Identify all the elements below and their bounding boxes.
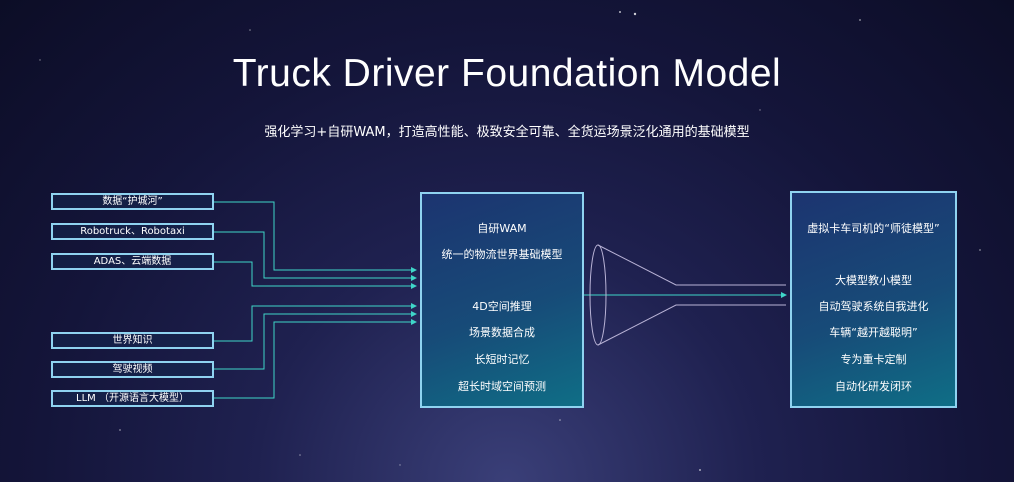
page-title: Truck Driver Foundation Model xyxy=(232,52,782,95)
center-item: 场景数据合成 xyxy=(469,326,535,339)
right-panel-master-apprentice: 虚拟卡车司机的“师徒模型” 大模型教小模型 自动驾驶系统自我进化 车辆“越开越聪… xyxy=(790,191,957,408)
input-box-world-knowledge: 世界知识 xyxy=(51,332,214,349)
input-label: LLM （开源语言大模型） xyxy=(76,393,189,404)
right-item: 专为重卡定制 xyxy=(840,353,907,366)
center-item: 超长时域空间预测 xyxy=(458,380,546,393)
input-label: ADAS、云端数据 xyxy=(93,256,172,267)
input-box-adas-cloud-data: ADAS、云端数据 xyxy=(51,253,214,270)
input-label: 驾驶视频 xyxy=(112,364,153,375)
connector-input-1 xyxy=(214,201,417,273)
right-heading: 虚拟卡车司机的“师徒模型” xyxy=(807,222,940,235)
input-box-data-moat: 数据“护城河” xyxy=(51,193,214,210)
right-item: 车辆“越开越聪明” xyxy=(829,326,918,339)
connector-input-4 xyxy=(214,303,417,342)
input-box-llm: LLM （开源语言大模型） xyxy=(51,390,214,407)
center-item: 长短时记忆 xyxy=(474,353,530,366)
connector-input-6 xyxy=(214,319,417,399)
center-panel-wam: 自研WAM 统一的物流世界基础模型 4D空间推理 场景数据合成 长短时记忆 超长… xyxy=(420,192,584,408)
right-item: 大模型教小模型 xyxy=(835,274,912,287)
connector-input-2 xyxy=(214,231,417,281)
page-subtitle: 强化学习+自研WAM，打造高性能、极致安全可靠、全货运场景泛化通用的基础模型 xyxy=(264,125,750,140)
connector-input-3 xyxy=(214,261,417,289)
connector-input-5 xyxy=(214,311,417,370)
input-label: 世界知识 xyxy=(112,335,153,346)
input-label: Robotruck、Robotaxi xyxy=(80,226,185,237)
center-item: 4D空间推理 xyxy=(472,300,532,313)
right-item: 自动化研发闭环 xyxy=(835,380,912,393)
center-subheading: 统一的物流世界基础模型 xyxy=(441,248,563,261)
input-label: 数据“护城河” xyxy=(102,196,163,207)
funnel-shape xyxy=(589,244,786,346)
right-item: 自动驾驶系统自我进化 xyxy=(818,300,929,313)
input-box-robotruck-robotaxi: Robotruck、Robotaxi xyxy=(51,223,214,240)
center-heading: 自研WAM xyxy=(477,222,527,235)
input-box-driving-video: 驾驶视频 xyxy=(51,361,214,378)
